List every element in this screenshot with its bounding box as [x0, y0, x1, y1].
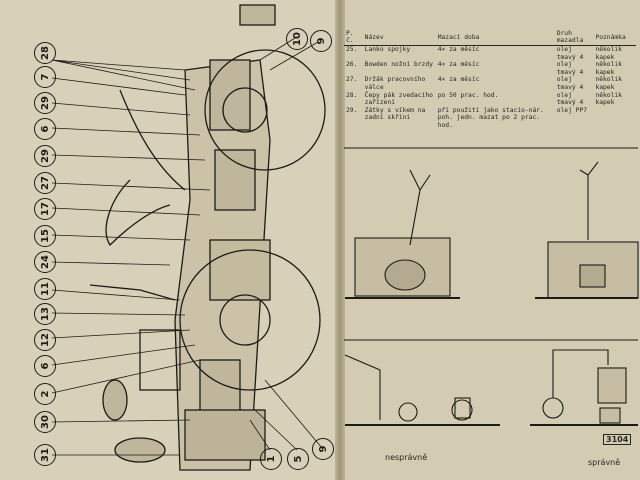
- table-row: 28. Čepy pák zvedacího zařízení po 50 pr…: [346, 91, 622, 107]
- caption-wrong: nesprávně: [385, 453, 428, 462]
- book-gutter: [335, 0, 345, 480]
- col-lubricant: Druh mazadla: [554, 30, 594, 46]
- table-header-row: P. č. Název Mazací doba Druh mazadla Poz…: [344, 30, 636, 46]
- col-no: P. č.: [344, 30, 363, 46]
- table-row: 26. Bowden nožní brzdy 4× za měsíc olej …: [346, 61, 622, 76]
- left-page: [0, 0, 340, 480]
- col-name: Název: [362, 30, 436, 46]
- table-row: 27. Držák pracovního válce 4× za měsíc o…: [346, 76, 622, 91]
- caption-right: správně: [588, 458, 621, 467]
- page-number: 3104: [603, 434, 632, 445]
- col-note: Poznámka: [593, 30, 636, 46]
- table-row: 25. Lanko spojky 4× za měsíc olej tmavý …: [346, 46, 622, 61]
- table-row: 29. Zátky s víkem na zadní skříni při po…: [346, 106, 588, 129]
- lubrication-table: P. č. Název Mazací doba Druh mazadla Poz…: [344, 30, 636, 130]
- col-interval: Mazací doba: [435, 30, 555, 46]
